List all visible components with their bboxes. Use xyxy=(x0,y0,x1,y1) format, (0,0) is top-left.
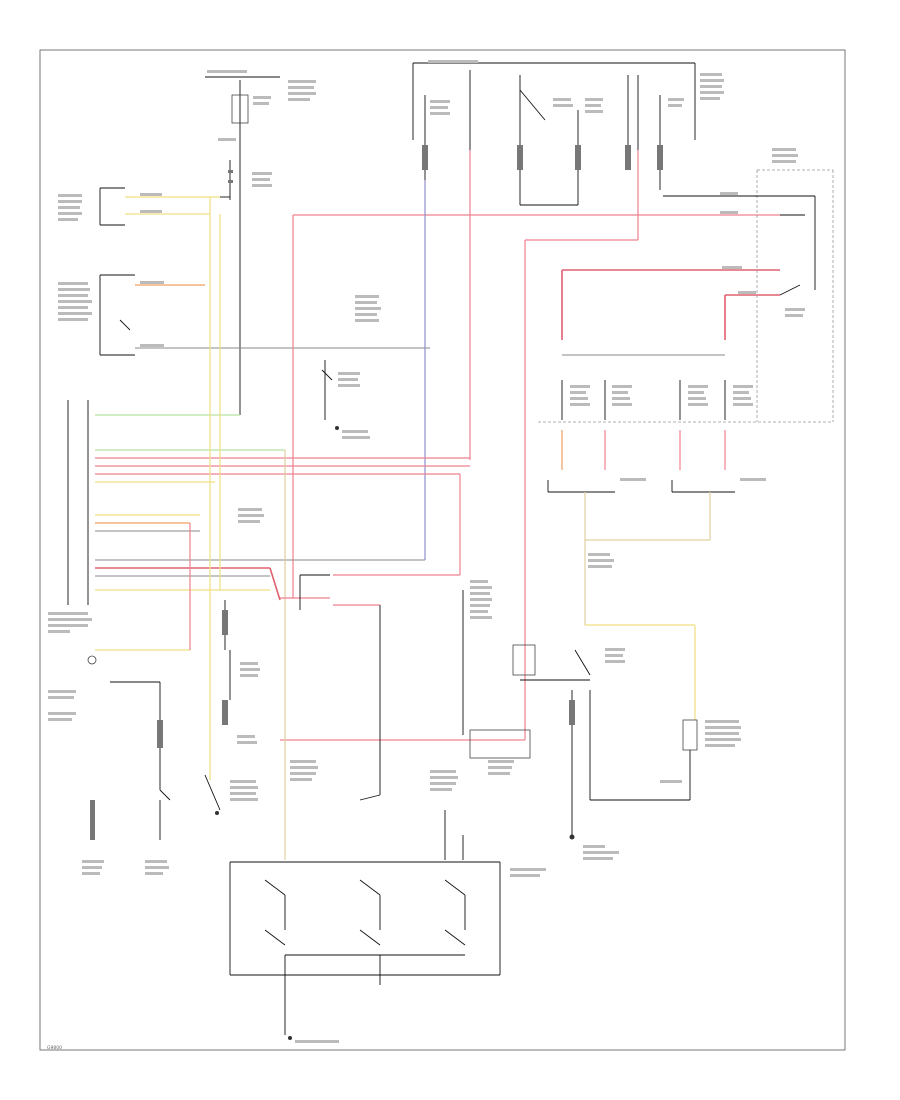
fuse-block xyxy=(412,62,696,206)
lower-left-connectors xyxy=(204,600,231,815)
main-control-connector xyxy=(67,400,470,651)
diagram-frame xyxy=(39,49,846,1051)
hot-at-all-times-fuse xyxy=(205,76,280,415)
center-relay xyxy=(269,474,464,795)
headlamp-relays xyxy=(547,354,735,541)
light-control-module xyxy=(538,169,834,423)
transmission-range-box xyxy=(229,861,501,1040)
dimmer-relay xyxy=(512,540,698,840)
speed-sensor-group xyxy=(87,655,171,840)
ground-switch-center xyxy=(321,360,339,430)
power-feed-wires xyxy=(280,150,780,741)
diagram-code: G9800 xyxy=(47,1045,62,1051)
shift-lock-relay xyxy=(359,729,531,860)
transmission-range-switch xyxy=(99,274,430,356)
starter-relay-connector xyxy=(99,187,230,226)
label-marks xyxy=(48,60,805,1043)
